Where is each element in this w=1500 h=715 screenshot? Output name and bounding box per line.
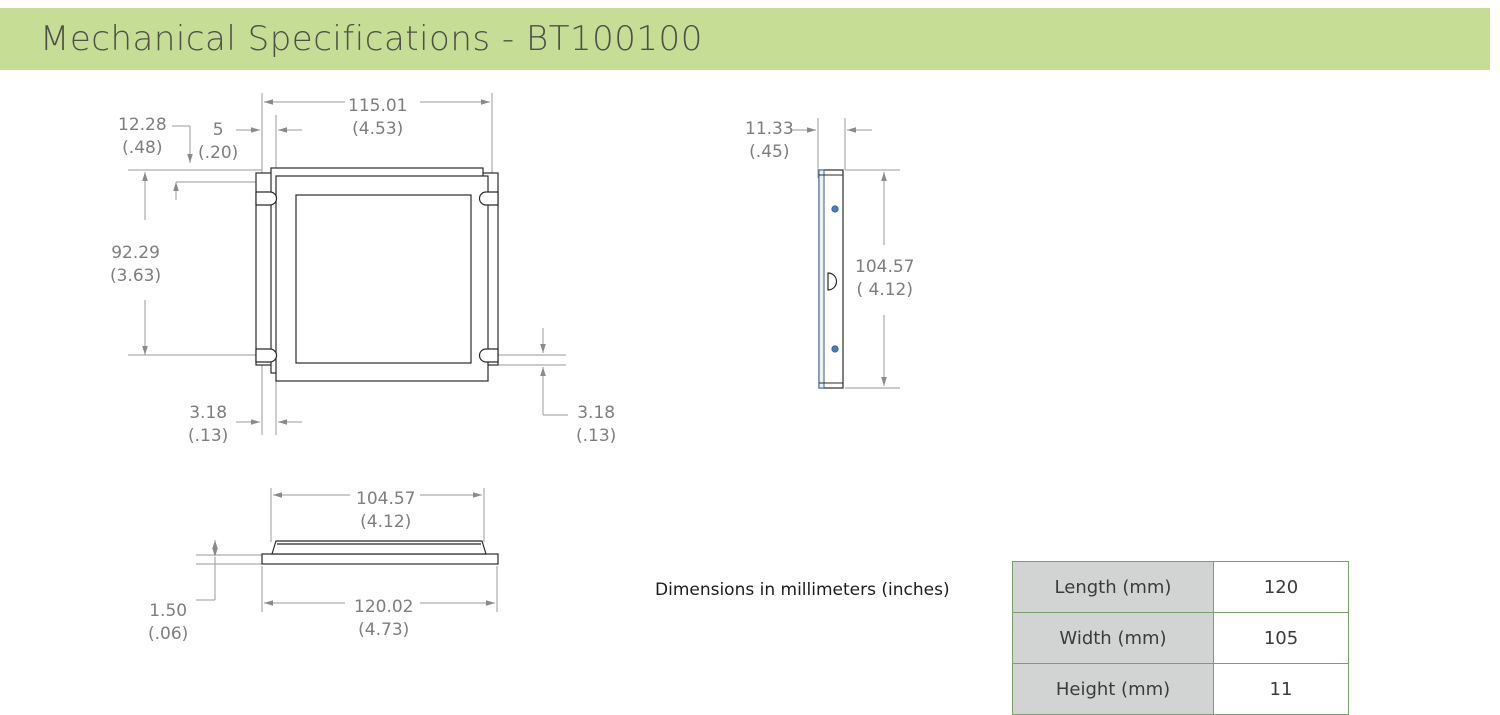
screw-bottom-icon	[831, 345, 839, 353]
side-view-body	[818, 169, 844, 389]
spec-label-length: Length (mm)	[1012, 561, 1214, 613]
spec-value-length: 120	[1213, 561, 1349, 613]
bottom-view-dimension-lines	[196, 488, 498, 612]
dim-side-height: 104.57 ( 4.12)	[855, 257, 915, 300]
drawing-svg	[128, 93, 900, 612]
dim-front-width: 115.01 (4.53)	[348, 96, 408, 139]
dim-front-tab-offset-top: 12.28 (.48)	[118, 115, 167, 158]
dim-front-height: 92.29 (3.63)	[110, 243, 162, 286]
mechanical-drawing: 12.28 (.48) 5 (.20) 115.01 (4.53) 92.29 …	[0, 70, 1500, 715]
spec-value-height: 11	[1213, 663, 1349, 715]
dim-bottom-body-width: 104.57 (4.12)	[356, 489, 416, 532]
front-view-mount-slots	[255, 191, 499, 363]
front-view-dimension-lines	[128, 93, 568, 435]
table-row: Width (mm) 105	[1012, 612, 1349, 664]
dim-front-slot-height-right: 3.18 (.13)	[576, 403, 617, 446]
units-caption: Dimensions in millimeters (inches)	[655, 580, 950, 600]
dim-bottom-flange-thickness: 1.50 (.06)	[148, 601, 189, 644]
specification-table: Length (mm) 120 Width (mm) 105 Height (m…	[1012, 561, 1349, 715]
spec-value-width: 105	[1213, 612, 1349, 664]
spec-label-height: Height (mm)	[1012, 663, 1214, 715]
page-header-bar: Mechanical Specifications - BT100100	[0, 8, 1490, 70]
dim-front-slot-width-left: 3.18 (.13)	[188, 403, 229, 446]
side-view-dimension-lines	[790, 118, 900, 389]
bottom-view-body	[261, 540, 499, 565]
dim-front-slot-inset: 5 (.20)	[198, 120, 239, 163]
dim-side-thickness: 11.33 (.45)	[745, 119, 794, 162]
page-title: Mechanical Specifications - BT100100	[40, 19, 703, 59]
dim-bottom-flange-width: 120.02 (4.73)	[354, 597, 414, 640]
spec-label-width: Width (mm)	[1012, 612, 1214, 664]
table-row: Height (mm) 11	[1012, 663, 1349, 715]
front-view-body	[255, 167, 499, 382]
screw-top-icon	[831, 205, 839, 213]
table-row: Length (mm) 120	[1012, 561, 1349, 613]
